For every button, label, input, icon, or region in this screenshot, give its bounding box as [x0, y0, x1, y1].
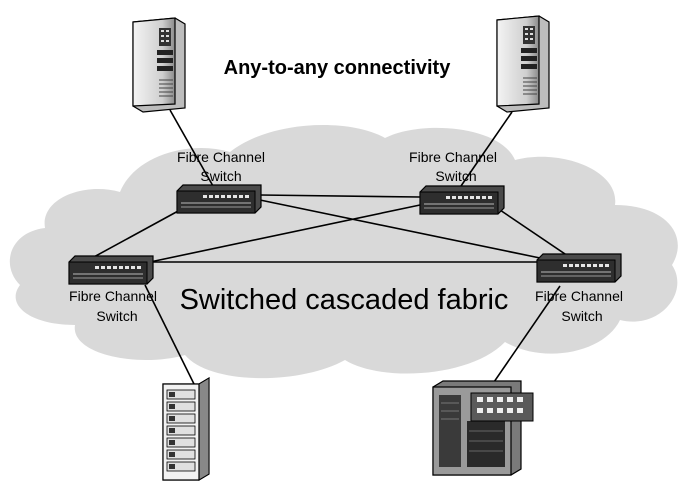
switch-label-line1: Fibre Channel — [535, 288, 623, 304]
fabric-cloud — [9, 125, 678, 379]
connection-lines — [91, 109, 569, 385]
link-switch-br-to-storage-server — [493, 285, 561, 383]
storage-server-icon — [432, 380, 534, 476]
diagram-title: Any-to-any connectivity — [224, 57, 452, 79]
link-switch-tr-to-switch-br — [499, 209, 569, 257]
link-switch-tl-to-switch-br — [259, 199, 541, 259]
fibre-channel-switch-icon — [419, 185, 505, 215]
switch-label-line1: Fibre Channel — [177, 149, 265, 165]
switch-label-line1: Fibre Channel — [409, 149, 497, 165]
switch-label-line2: Switch — [561, 308, 602, 324]
fibre-channel-switch-icon — [536, 253, 622, 283]
link-switch-bl-to-storage-rack — [144, 284, 195, 385]
link-switch-tr-to-switch-bl — [149, 204, 421, 263]
storage-rack-icon — [162, 376, 210, 481]
switch-label-line2: Switch — [200, 168, 241, 184]
switch-label-line1: Fibre Channel — [69, 288, 157, 304]
server-tower-icon — [496, 15, 550, 113]
link-switch-tl-to-switch-tr — [259, 194, 421, 198]
link-server-tl-to-switch-tl — [169, 109, 214, 187]
link-server-tr-to-switch-tr — [460, 111, 513, 187]
switch-label-line2: Switch — [435, 168, 476, 184]
link-switch-tl-to-switch-bl — [91, 209, 181, 259]
fibre-channel-switch-icon — [68, 255, 154, 285]
fibre-channel-switch-icon — [176, 184, 262, 214]
server-tower-icon — [132, 17, 186, 113]
fabric-label: Switched cascaded fabric — [180, 284, 509, 316]
switch-label-line2: Switch — [96, 308, 137, 324]
